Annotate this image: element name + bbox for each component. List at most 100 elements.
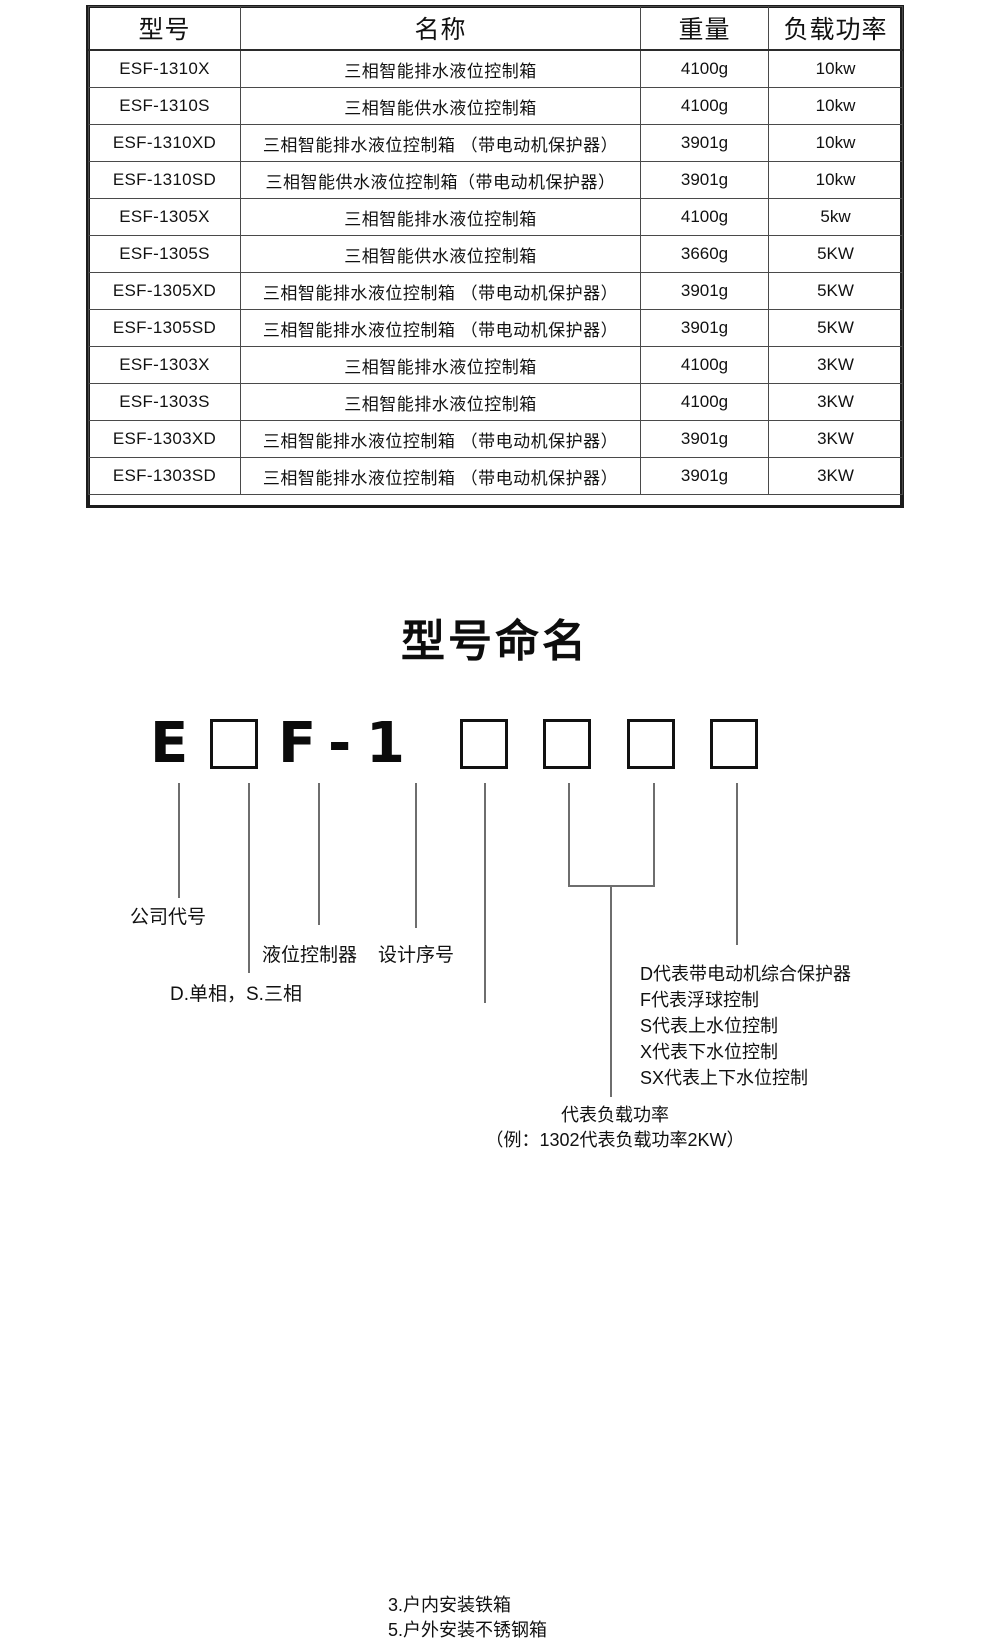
label-phase: D.单相，S.三相	[170, 984, 302, 1005]
cell-weight: 3901g	[640, 420, 769, 458]
cell-model: ESF-1310XD	[88, 124, 241, 162]
code-char-F: F	[278, 711, 317, 776]
table-frame-bottom	[86, 505, 904, 508]
cell-model: ESF-1303XD	[88, 420, 241, 458]
code-char-E: E	[150, 711, 189, 776]
cell-name: 三相智能排水液位控制箱 （带电动机保护器）	[240, 309, 641, 347]
cell-weight: 3660g	[640, 235, 769, 273]
column-header-name: 名称	[240, 6, 641, 51]
label-power-rating: 代表负载功率	[561, 1105, 669, 1125]
cell-name: 三相智能排水液位控制箱 （带电动机保护器）	[240, 124, 641, 162]
leader-line-install	[484, 783, 486, 1003]
cell-power: 3KW	[768, 420, 903, 458]
label-install-outdoor: 5.户外安装不锈钢箱	[388, 1620, 548, 1640]
label-suffix-f: F代表浮球控制	[640, 990, 759, 1010]
leader-line-power-left	[568, 783, 570, 886]
cell-model: ESF-1305S	[88, 235, 241, 273]
code-box-install[interactable]	[460, 719, 508, 769]
cell-model: ESF-1303X	[88, 346, 241, 384]
code-box-suffix[interactable]	[710, 719, 758, 769]
leader-line-design	[415, 783, 417, 928]
cell-name: 三相智能供水液位控制箱	[240, 235, 641, 273]
label-suffix-s: S代表上水位控制	[640, 1016, 779, 1036]
cell-weight: 3901g	[640, 309, 769, 347]
cell-name: 三相智能供水液位控制箱（带电动机保护器）	[240, 161, 641, 199]
label-level-controller: 液位控制器	[262, 945, 358, 966]
label-power-example: （例：1302代表负载功率2KW）	[485, 1130, 745, 1150]
cell-power: 10kw	[768, 124, 903, 162]
cell-weight: 3901g	[640, 161, 769, 199]
cell-weight: 3901g	[640, 124, 769, 162]
cell-weight: 4100g	[640, 49, 769, 88]
code-char-dash: -	[328, 711, 352, 776]
label-design-series: 设计序号	[378, 945, 455, 966]
cell-name: 三相智能排水液位控制箱	[240, 346, 641, 384]
label-install-indoor: 3.户内安装铁箱	[388, 1595, 512, 1615]
label-suffix-x: X代表下水位控制	[640, 1042, 779, 1062]
cell-model: ESF-1303SD	[88, 457, 241, 495]
cell-power: 5kw	[768, 198, 903, 236]
cell-weight: 4100g	[640, 383, 769, 421]
cell-power: 5KW	[768, 309, 903, 347]
cell-name: 三相智能排水液位控制箱 （带电动机保护器）	[240, 457, 641, 495]
leader-line-company	[178, 783, 180, 898]
cell-power: 10kw	[768, 161, 903, 199]
cell-power: 3KW	[768, 383, 903, 421]
cell-name: 三相智能排水液位控制箱	[240, 383, 641, 421]
column-header-power: 负载功率	[768, 6, 903, 51]
cell-model: ESF-1310S	[88, 87, 241, 125]
column-header-weight: 重量	[640, 6, 769, 51]
cell-model: ESF-1305XD	[88, 272, 241, 310]
code-box-phase[interactable]	[210, 719, 258, 769]
cell-model: ESF-1305SD	[88, 309, 241, 347]
leader-line-power-right	[653, 783, 655, 886]
table-header-row: 型号 名称 重量 负载功率	[88, 6, 903, 51]
cell-model: ESF-1303S	[88, 383, 241, 421]
cell-name: 三相智能排水液位控制箱 （带电动机保护器）	[240, 420, 641, 458]
naming-title: 型号命名	[401, 617, 589, 666]
cell-weight: 4100g	[640, 198, 769, 236]
cell-power: 5KW	[768, 272, 903, 310]
cell-name: 三相智能供水液位控制箱	[240, 87, 641, 125]
label-suffix-d: D代表带电动机综合保护器	[640, 964, 851, 984]
leader-line-suffix	[736, 783, 738, 945]
cell-power: 10kw	[768, 87, 903, 125]
cell-name: 三相智能排水液位控制箱	[240, 49, 641, 88]
cell-model: ESF-1310X	[88, 49, 241, 88]
code-box-power-ones[interactable]	[627, 719, 675, 769]
model-naming-section: 型号命名 E F - 1 公司代号 液位控制器 设计序号 D.单相，S.三相 3…	[0, 555, 990, 1640]
leader-line-power-stem	[610, 885, 612, 1097]
cell-model: ESF-1305X	[88, 198, 241, 236]
cell-weight: 3901g	[640, 457, 769, 495]
cell-power: 10kw	[768, 49, 903, 88]
spec-table-header: 型号 名称 重量 负载功率	[88, 6, 903, 51]
leader-line-controller	[318, 783, 320, 925]
cell-model: ESF-1310SD	[88, 161, 241, 199]
cell-power: 3KW	[768, 457, 903, 495]
label-company-code: 公司代号	[130, 907, 207, 928]
cell-name: 三相智能排水液位控制箱	[240, 198, 641, 236]
cell-name: 三相智能排水液位控制箱 （带电动机保护器）	[240, 272, 641, 310]
cell-power: 3KW	[768, 346, 903, 384]
label-suffix-sx: SX代表上下水位控制	[640, 1068, 809, 1088]
cell-weight: 4100g	[640, 87, 769, 125]
code-box-power-tens[interactable]	[543, 719, 591, 769]
cell-weight: 4100g	[640, 346, 769, 384]
cell-power: 5KW	[768, 235, 903, 273]
leader-line-phase	[248, 783, 250, 973]
